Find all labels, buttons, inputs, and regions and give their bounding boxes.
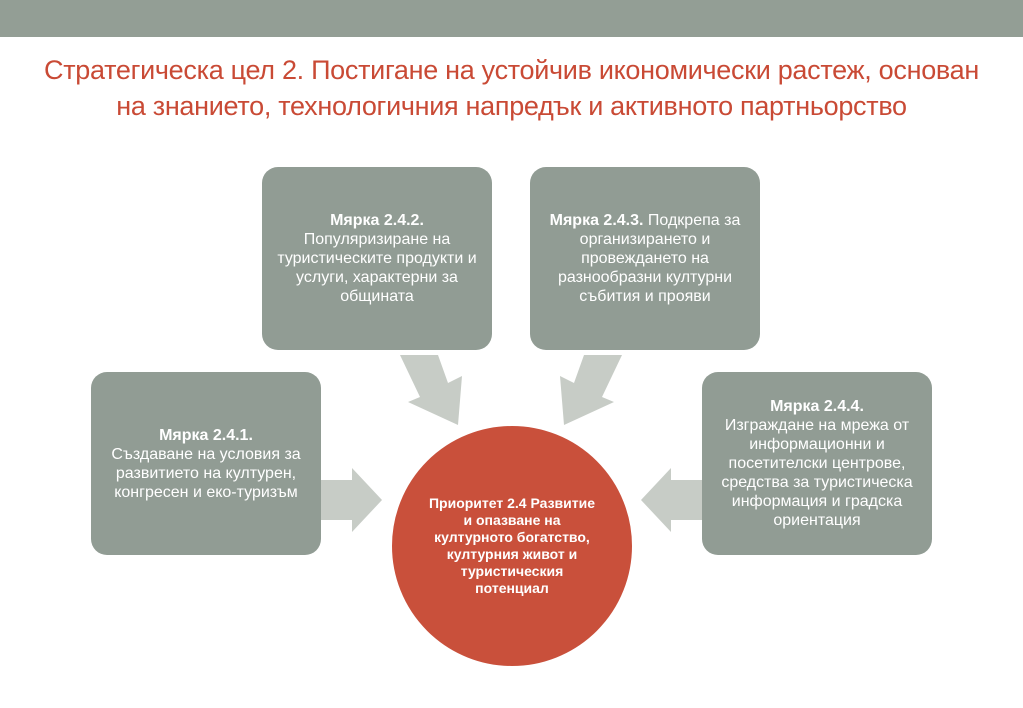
measure-box-2-4-3: Мярка 2.4.3. Подкрепа за организирането … xyxy=(530,167,760,350)
measure-heading: Мярка 2.4.3. xyxy=(549,212,644,229)
measure-heading: Мярка 2.4.1. xyxy=(159,426,253,444)
measure-heading: Мярка 2.4.2. xyxy=(330,212,424,229)
measure-text: Подкрепа за организирането и провежданет… xyxy=(557,212,741,305)
arrow-left xyxy=(321,468,382,532)
measure-text: Изграждане на мрежа от информационни и п… xyxy=(721,417,913,529)
arrow-right xyxy=(641,468,702,532)
priority-text: Приоритет 2.4 Развитие и опазване на кул… xyxy=(428,495,596,596)
arrow-top-left xyxy=(400,355,462,425)
measure-text: Създаване на условия за развитието на ку… xyxy=(111,445,301,501)
measure-box-2-4-4: Мярка 2.4.4. Изграждане на мрежа от инфор… xyxy=(702,372,932,555)
top-band xyxy=(0,0,1023,37)
priority-circle: Приоритет 2.4 Развитие и опазване на кул… xyxy=(390,424,634,668)
page-title: Стратегическа цел 2. Постигане на устойч… xyxy=(44,55,979,121)
measure-heading: Мярка 2.4.4. xyxy=(770,398,864,415)
measure-box-2-4-2: Мярка 2.4.2. Популяризиране на туристичес… xyxy=(262,167,492,350)
measure-text: Популяризиране на туристическите продукт… xyxy=(277,231,477,305)
measure-box-2-4-1: Мярка 2.4.1.Създаване на условия за разв… xyxy=(91,372,321,555)
arrow-top-right xyxy=(560,355,622,425)
